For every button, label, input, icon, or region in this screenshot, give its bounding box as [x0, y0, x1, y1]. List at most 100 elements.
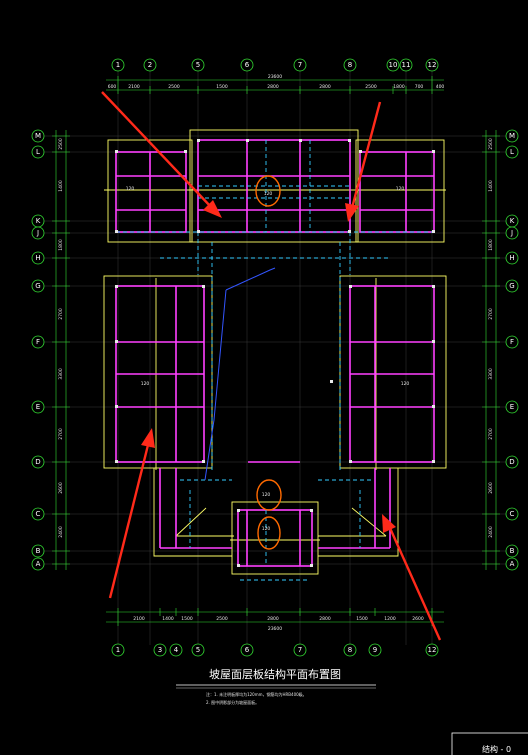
dim-top-2: 2100 [128, 84, 140, 90]
axis-left-F: F [36, 338, 40, 346]
axis-top-2: 2 [148, 61, 152, 69]
arrow-head-1 [203, 200, 222, 218]
dim-top-5: 2800 [267, 84, 279, 90]
axis-bubbles-top [111, 58, 439, 72]
dim-bottom-2: 1400 [162, 616, 174, 622]
dim-right-2: 1400 [488, 180, 494, 192]
dim-bottom-8: 1200 [384, 616, 396, 622]
dim-top-3: 2500 [168, 84, 180, 90]
axis-right-G: G [509, 282, 514, 290]
slab-label-5: 120 [401, 381, 410, 387]
dim-bottom-5: 2800 [267, 616, 279, 622]
slab-label-1: 120 [264, 191, 273, 197]
dim-left-5: 3300 [58, 368, 64, 380]
dim-left-1: 2500 [58, 138, 64, 150]
highlight-circle-1 [255, 175, 281, 207]
axis-top-1: 1 [116, 61, 120, 69]
dim-right-6: 2700 [488, 428, 494, 440]
axis-right-A: A [510, 560, 515, 568]
dim-right-8: 2400 [488, 526, 494, 538]
axis-right-L: L [510, 148, 514, 156]
highlight-circles [255, 175, 282, 550]
dim-top-10: 400 [436, 84, 445, 90]
arrow-head-2 [345, 203, 359, 222]
axis-bubbles-right [505, 129, 519, 571]
axis-bottom-8: 9 [373, 646, 377, 654]
dim-bottom-3: 1500 [181, 616, 193, 622]
axis-bottom-3: 4 [174, 646, 179, 654]
axis-right-J: J [510, 229, 513, 237]
axis-right-E: E [510, 403, 514, 411]
dim-right-7: 2600 [488, 482, 494, 494]
axis-top-5: 7 [298, 61, 302, 69]
dim-bottom-1: 2100 [133, 616, 145, 622]
axis-top-7: 10 [389, 61, 398, 69]
dim-left-3: 1800 [58, 239, 64, 251]
dim-left-6: 2700 [58, 428, 64, 440]
axis-top-8: 11 [402, 61, 411, 69]
dim-top-1: 600 [108, 84, 117, 90]
axis-bottom-2: 3 [158, 646, 162, 654]
axis-top-9: 12 [428, 61, 437, 69]
dim-left-8: 2400 [58, 526, 64, 538]
slab-labels: 120 120 120 120 120 120 120 [126, 186, 410, 532]
dim-right-5: 3300 [488, 368, 494, 380]
axis-grid-lines [40, 70, 510, 645]
beam-layout [115, 139, 435, 567]
axis-bottom-1: 1 [116, 646, 120, 654]
axis-left-L: L [36, 148, 40, 156]
axis-top-4: 6 [245, 61, 250, 69]
axis-labels-top: 1 2 5 6 7 8 10 11 12 [116, 61, 437, 69]
slab-label-2: 120 [126, 186, 135, 192]
highlight-circle-3 [257, 516, 281, 550]
dim-top-7: 2500 [365, 84, 377, 90]
axis-left-H: H [35, 254, 40, 262]
dim-top-8: 1800 [393, 84, 405, 90]
title-block-frame [451, 732, 528, 755]
dim-bottom-7: 1500 [356, 616, 368, 622]
axis-labels-left: M L K J H G F E D C B A [35, 132, 41, 568]
dimension-lines [52, 76, 500, 626]
dim-top-6: 2800 [319, 84, 331, 90]
axis-right-F: F [510, 338, 514, 346]
dim-bottom-9: 2600 [412, 616, 424, 622]
axis-right-C: C [510, 510, 515, 518]
axis-bubbles-bottom [111, 643, 439, 657]
slope-line [225, 267, 276, 291]
axis-right-H: H [509, 254, 514, 262]
dim-top-4: 1500 [216, 84, 228, 90]
axis-left-A: A [36, 560, 41, 568]
annotation-arrows [101, 91, 442, 641]
axis-left-E: E [36, 403, 40, 411]
axis-bottom-5: 6 [245, 646, 250, 654]
dim-right-4: 2700 [488, 308, 494, 320]
column-markers [115, 139, 435, 567]
drawing-note-1: 注：1. 未注明板厚均为120mm，钢筋均为HRB400级。 [206, 691, 307, 697]
axis-right-K: K [510, 217, 515, 225]
axis-right-B: B [510, 547, 515, 555]
dim-bottom-4: 2500 [216, 616, 228, 622]
arrow-head-3 [141, 428, 155, 448]
axis-bottom-7: 8 [348, 646, 352, 654]
axis-top-6: 8 [348, 61, 352, 69]
axis-labels-bottom: 1 3 4 5 6 7 8 9 12 [116, 646, 437, 654]
axis-top-3: 5 [196, 61, 200, 69]
slope-line-2 [204, 289, 227, 481]
dimension-texts: 23600 600 2100 2500 1500 2800 2800 2500 … [58, 74, 494, 632]
dim-right-1: 2500 [488, 138, 494, 150]
slab-label-7: 120 [262, 526, 271, 532]
dim-left-7: 2600 [58, 482, 64, 494]
dim-left-4: 2700 [58, 308, 64, 320]
axis-left-B: B [36, 547, 41, 555]
axis-left-G: G [35, 282, 40, 290]
dim-right-3: 1800 [488, 239, 494, 251]
axis-bubbles-left [31, 129, 45, 571]
axis-bottom-6: 7 [298, 646, 302, 654]
axis-bottom-9: 12 [428, 646, 437, 654]
dim-overall-bottom: 23600 [268, 626, 282, 632]
drawing-title: 坡屋面层板结构平面布置图 [209, 667, 341, 681]
axis-left-K: K [36, 217, 41, 225]
axis-labels-right: M L K J H G F E D C B A [509, 132, 515, 568]
dim-left-2: 1400 [58, 180, 64, 192]
